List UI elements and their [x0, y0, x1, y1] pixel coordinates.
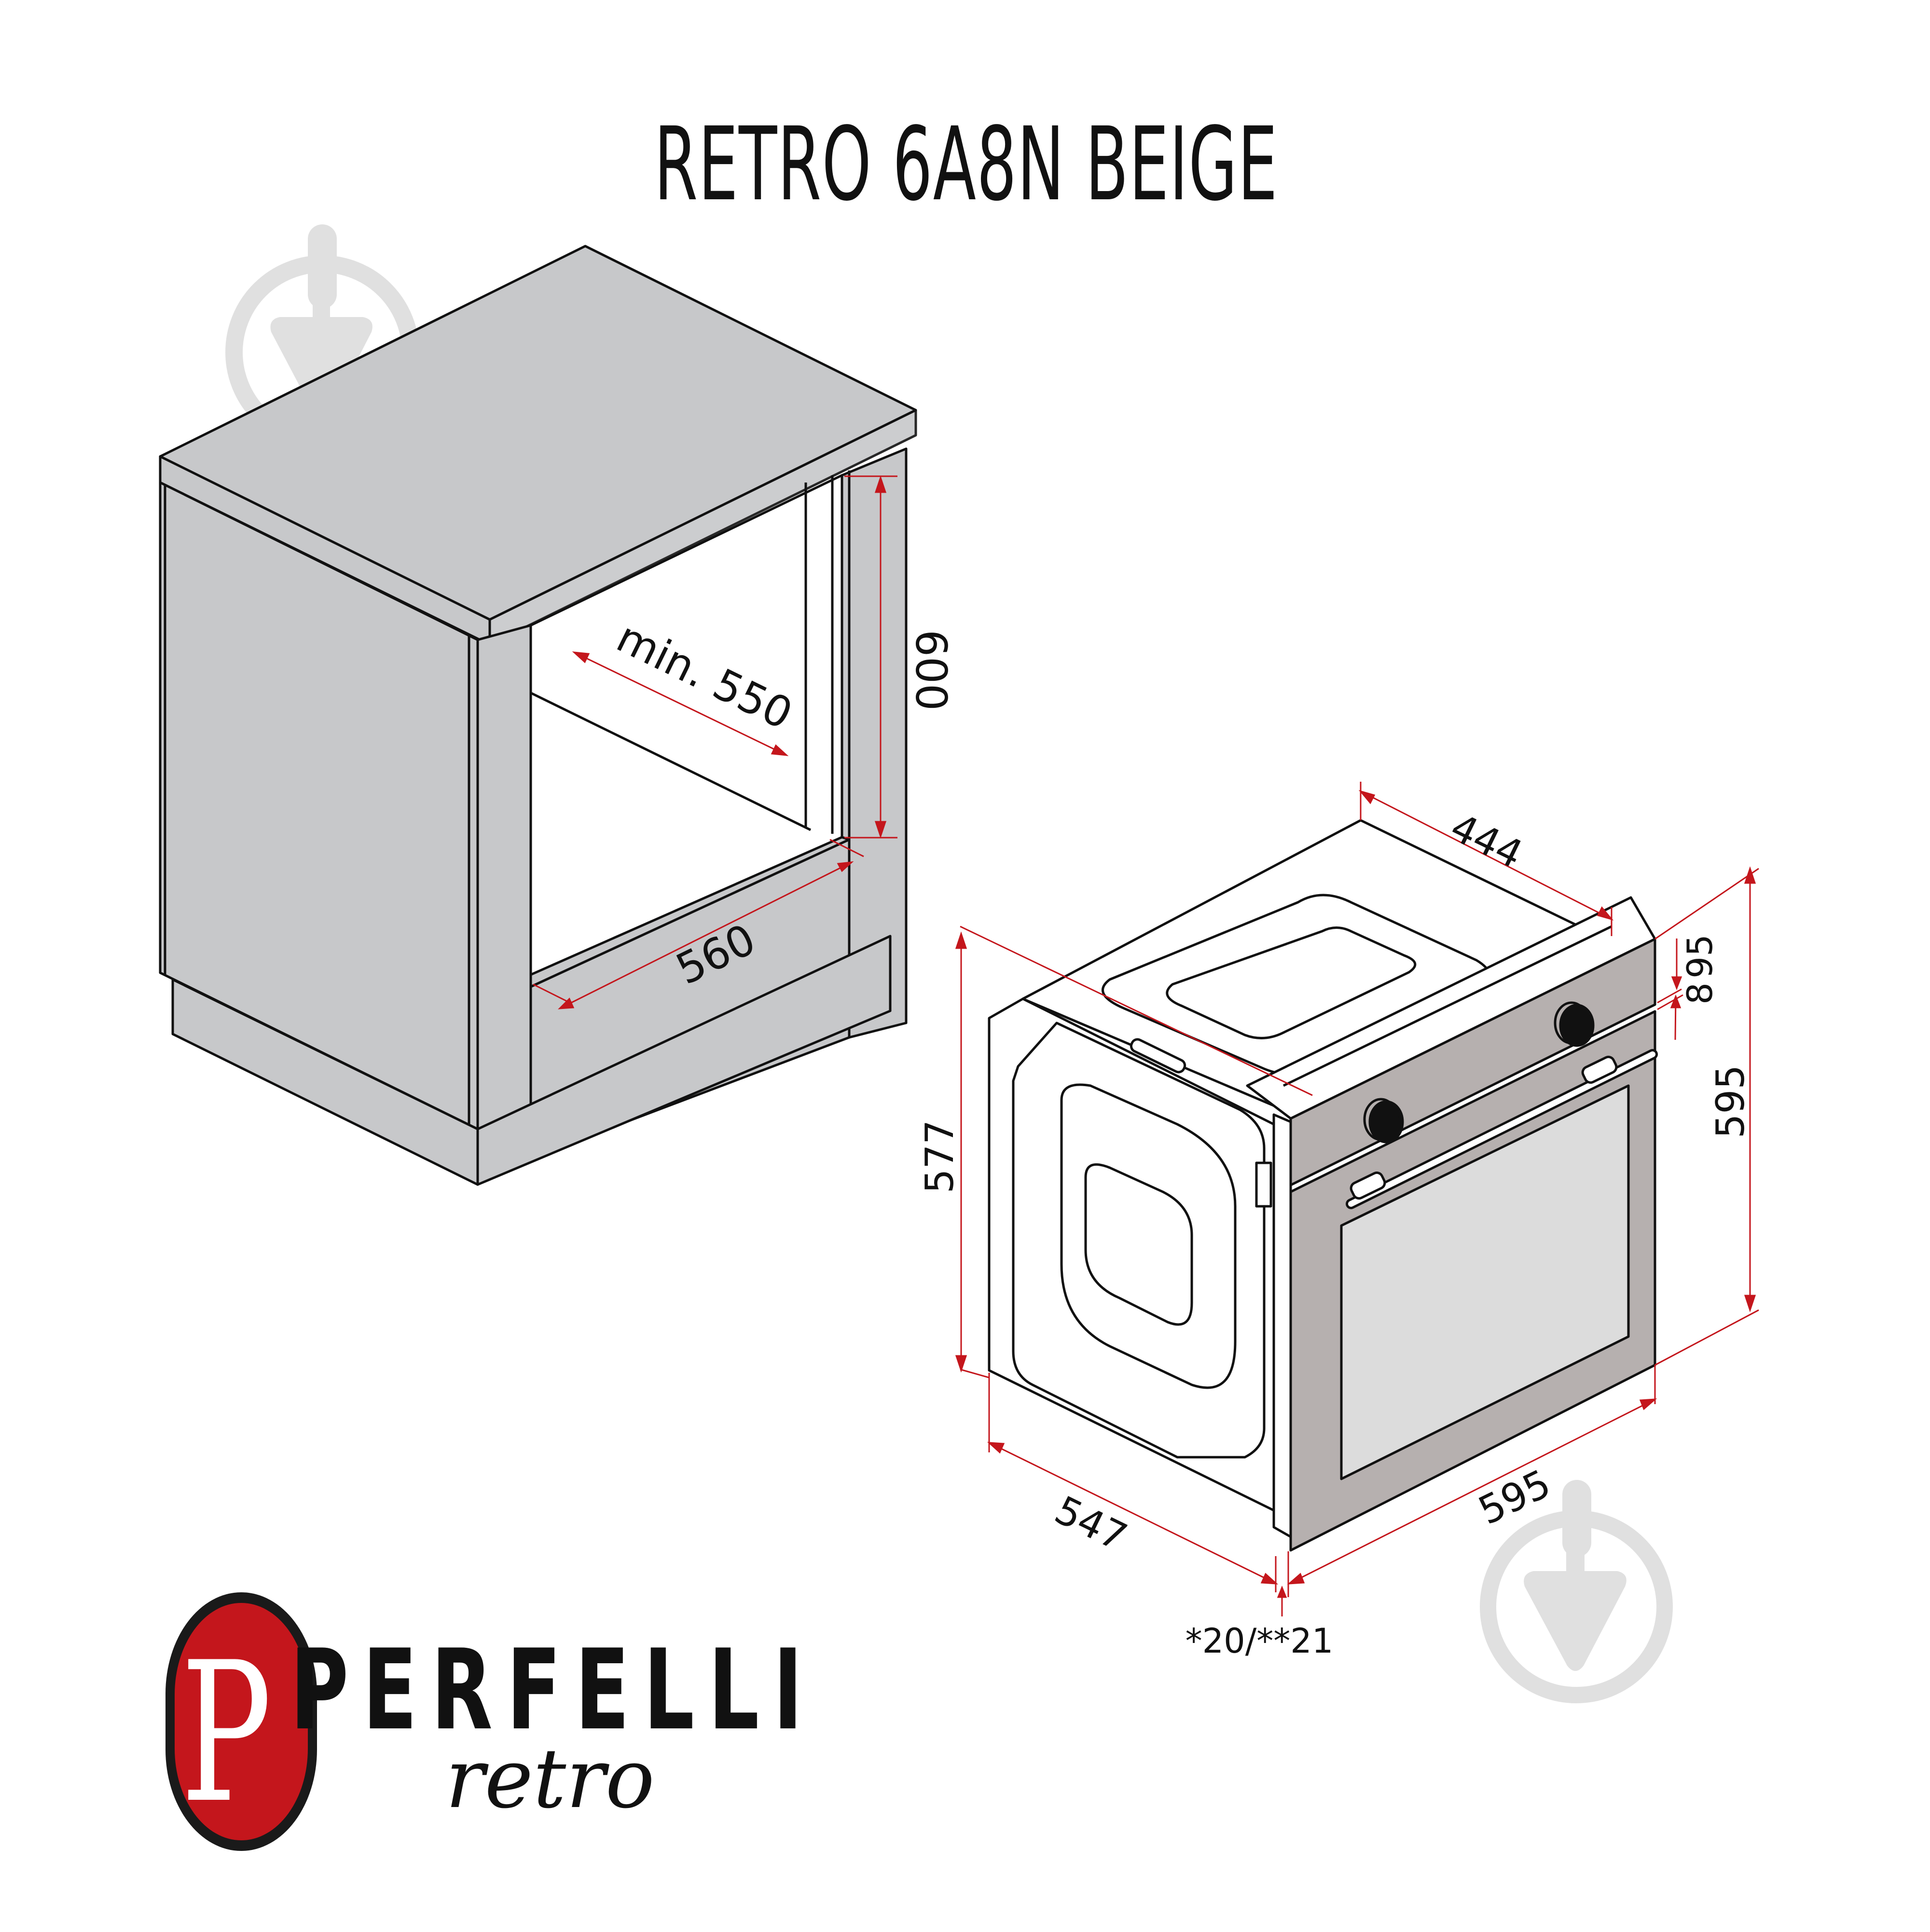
plumb-bob-watermark-icon [1480, 1480, 1673, 1703]
brand-logo: P [165, 1592, 317, 1851]
cabinet-dimension-lines [533, 475, 897, 1009]
page-title: RETRO 6A8N BEIGE [654, 105, 1278, 223]
oven-dimension-lines [955, 782, 1759, 1616]
cabinet-height-label: 600 [906, 630, 956, 711]
oven-gap-label: 8 [1680, 982, 1720, 1005]
oven-control-panel-height-label: 95 [1680, 934, 1720, 979]
oven-front-height-label: 595 [1708, 1065, 1753, 1139]
oven-door-offset-label: *20/**21 [1186, 1621, 1334, 1661]
oven-side-depth-label: 547 [1048, 1487, 1134, 1560]
logo-monogram: P [181, 1621, 272, 1846]
oven-drawing [988, 819, 1658, 1552]
brand-subline: retro [445, 1731, 655, 1827]
oven-side-height-label: 577 [917, 1120, 962, 1194]
brand-name: PERFELLI [290, 1626, 816, 1755]
cabinet-drawing [159, 245, 917, 1186]
